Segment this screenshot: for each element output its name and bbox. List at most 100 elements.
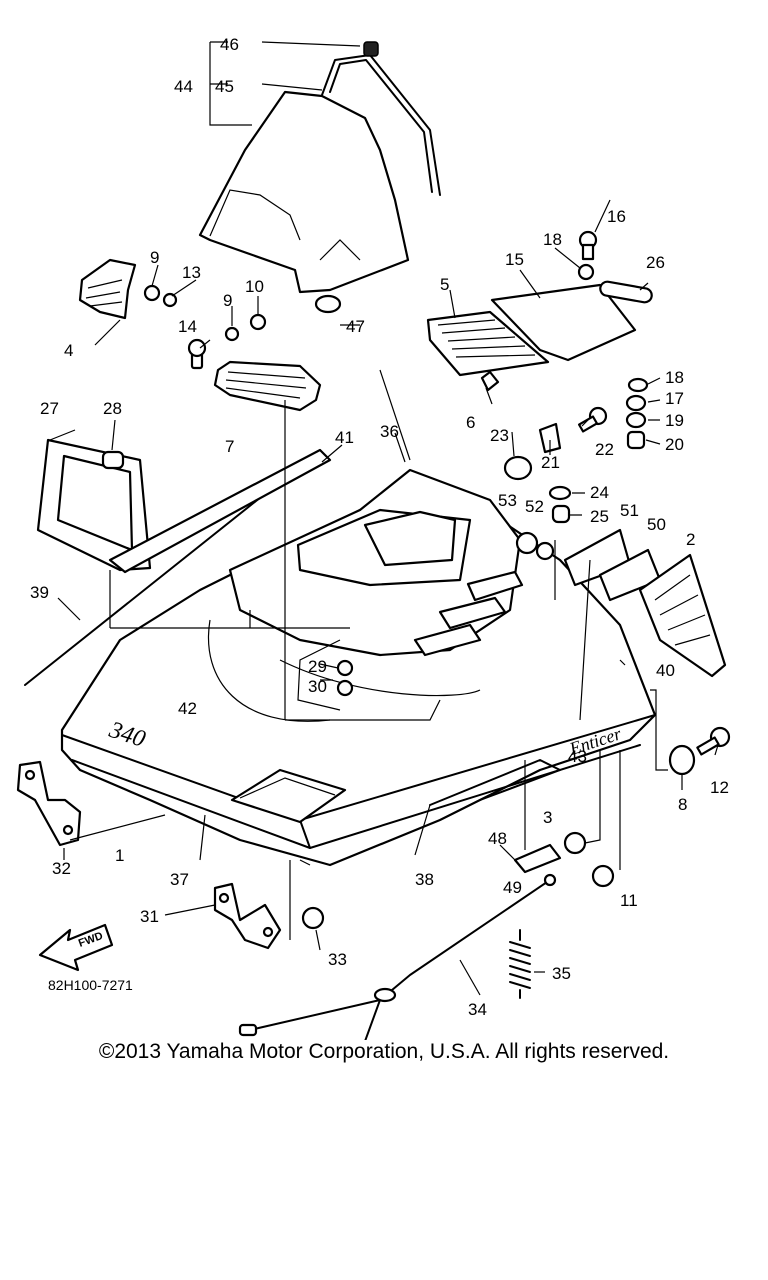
callout-28: 28 — [103, 399, 122, 418]
callout-labels: 46 44 45 9 13 10 9 14 47 4 7 5 15 18 16 … — [30, 35, 729, 1019]
callout-3: 3 — [543, 808, 552, 827]
callout-53: 53 — [498, 491, 517, 510]
diagram-code: 82H100-7271 — [48, 977, 133, 993]
callout-10: 10 — [245, 277, 264, 296]
callout-46: 46 — [220, 35, 239, 54]
callout-1: 1 — [115, 846, 124, 865]
spring-35 — [509, 929, 531, 999]
callout-25: 25 — [590, 507, 609, 526]
nut-13 — [162, 292, 178, 308]
grommet-29-30 — [336, 659, 354, 697]
washer-17 — [625, 394, 647, 412]
callout-13: 13 — [182, 263, 201, 282]
bracket-21 — [538, 422, 562, 454]
strip-41 — [108, 448, 332, 574]
callout-35: 35 — [552, 964, 571, 983]
callout-23: 23 — [490, 426, 509, 445]
callout-44: 44 — [174, 77, 193, 96]
vent-frame-27 — [36, 438, 152, 572]
callout-17: 17 — [665, 389, 684, 408]
callout-26: 26 — [646, 253, 665, 272]
callout-38: 38 — [415, 870, 434, 889]
callout-21: 21 — [541, 453, 560, 472]
callout-29: 29 — [308, 657, 327, 676]
washer-52 — [535, 541, 555, 561]
bolt-12 — [696, 726, 731, 756]
callout-18b: 18 — [665, 368, 684, 387]
grommet-28 — [101, 450, 125, 470]
callout-14: 14 — [178, 317, 197, 336]
callout-41: 41 — [335, 428, 354, 447]
callout-9a: 9 — [150, 248, 159, 267]
callout-32: 32 — [52, 859, 71, 878]
callout-11: 11 — [620, 891, 638, 910]
callout-16: 16 — [607, 207, 626, 226]
fwd-arrow-icon: FWD — [38, 923, 114, 972]
nut-10 — [249, 313, 267, 331]
callout-18a: 18 — [543, 230, 562, 249]
callout-19: 19 — [665, 411, 684, 430]
windshield-frame-part — [321, 41, 441, 196]
panel-15 — [490, 283, 637, 362]
callout-9b: 9 — [223, 291, 232, 310]
grommet-23 — [503, 455, 533, 481]
callout-15: 15 — [505, 250, 524, 269]
plate-49 — [513, 843, 562, 874]
callout-50: 50 — [647, 515, 666, 534]
callout-5: 5 — [440, 275, 449, 294]
callout-33: 33 — [328, 950, 347, 969]
nut-9b — [224, 326, 240, 342]
callout-51: 51 — [620, 501, 639, 520]
grommet-11 — [591, 864, 615, 888]
grommet-53 — [515, 531, 539, 555]
callout-24: 24 — [590, 483, 609, 502]
grommet-33 — [301, 906, 325, 930]
washer-18b — [627, 377, 649, 393]
callout-49: 49 — [503, 878, 522, 897]
callout-42: 42 — [178, 699, 197, 718]
callout-30: 30 — [308, 677, 327, 696]
grille-part-7 — [213, 360, 322, 412]
callout-39: 39 — [30, 583, 49, 602]
side-panel-2 — [638, 553, 727, 678]
hinge-31 — [213, 882, 282, 950]
callout-40: 40 — [656, 661, 675, 680]
callout-31: 31 — [140, 907, 159, 926]
washer-19 — [625, 411, 647, 429]
hinge-32 — [16, 760, 82, 847]
vent-panel-5 — [426, 310, 550, 377]
callout-47: 47 — [346, 317, 365, 336]
washer-18a — [577, 263, 595, 281]
parts-diagram: FWD 340 Enticer — [16, 35, 731, 1040]
nut-9a — [143, 284, 161, 302]
hood-part — [60, 468, 657, 867]
callout-27: 27 — [40, 399, 59, 418]
callout-52: 52 — [525, 497, 544, 516]
callout-43: 43 — [568, 747, 587, 766]
callout-20: 20 — [665, 435, 684, 454]
callout-12: 12 — [710, 778, 729, 797]
grille-part — [78, 258, 137, 320]
callout-45: 45 — [215, 77, 234, 96]
callout-8: 8 — [678, 795, 687, 814]
rod-26 — [599, 280, 653, 304]
bolt-14 — [187, 338, 207, 370]
callout-37: 37 — [170, 870, 189, 889]
bolt-16 — [578, 230, 598, 261]
clip-6 — [480, 370, 500, 392]
bolt-22 — [577, 406, 608, 433]
callout-7: 7 — [225, 437, 234, 456]
grommet-3 — [563, 831, 587, 855]
windshield-part — [198, 90, 410, 294]
washer-47 — [314, 294, 342, 314]
callout-34: 34 — [468, 1000, 487, 1019]
washer-24 — [548, 485, 572, 501]
cable-34 — [238, 873, 557, 1040]
callout-36: 36 — [380, 422, 399, 441]
callout-6: 6 — [466, 413, 475, 432]
callout-22: 22 — [595, 440, 614, 459]
grommet-8 — [668, 744, 696, 776]
nut-20 — [626, 430, 646, 450]
nut-25 — [551, 504, 571, 524]
callout-48: 48 — [488, 829, 507, 848]
